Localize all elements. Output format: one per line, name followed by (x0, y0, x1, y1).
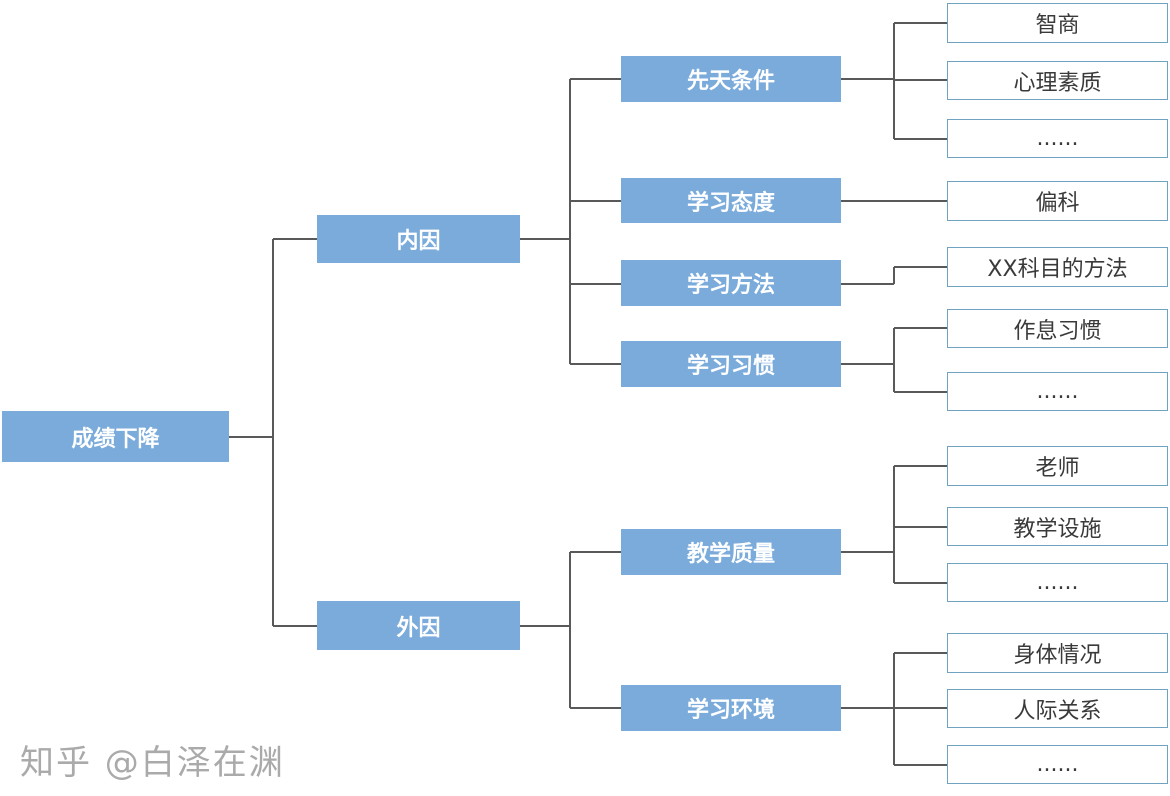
node-fangfa: 学习方法 (621, 260, 841, 306)
leaf-node: 作息习惯 (947, 309, 1168, 348)
leaf-node: 人际关系 (947, 689, 1168, 728)
leaf-node: ...... (947, 563, 1168, 602)
connector-waiyin (520, 551, 621, 709)
leaf-node: 偏科 (947, 181, 1168, 221)
leaf-node: 智商 (947, 3, 1168, 43)
leaf-node: 老师 (947, 446, 1168, 486)
node-xiantian: 先天条件 (621, 56, 841, 102)
connector-zhiliang (841, 465, 947, 584)
connector-xiguan (841, 327, 947, 393)
leaf-node: ...... (947, 372, 1168, 411)
leaf-node: 心理素质 (947, 61, 1168, 100)
node-waiyin: 外因 (317, 601, 520, 650)
leaf-node: ...... (947, 119, 1168, 158)
connector-xiantian (841, 22, 947, 140)
connector-fangfa (841, 266, 947, 285)
node-huanjing: 学习环境 (621, 685, 841, 731)
leaf-node: 教学设施 (947, 507, 1168, 546)
leaf-node: ...... (947, 745, 1168, 784)
leaf-node: 身体情况 (947, 633, 1168, 673)
connector-huanjing (841, 652, 947, 766)
node-taidu: 学习态度 (621, 178, 841, 223)
leaf-node: XX科目的方法 (947, 247, 1168, 287)
node-zhiliang: 教学质量 (621, 529, 841, 575)
watermark: 知乎 @白泽在渊 (20, 743, 285, 783)
connector-neiyin (520, 78, 621, 365)
root-node: 成绩下降 (2, 411, 229, 462)
node-neiyin: 内因 (317, 215, 520, 263)
node-xiguan: 学习习惯 (621, 341, 841, 387)
connector-root (229, 238, 317, 627)
